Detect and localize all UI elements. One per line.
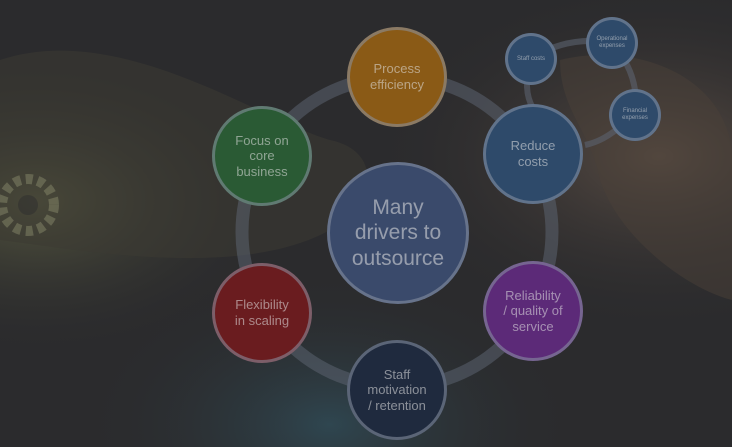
driver-label: Reduce costs xyxy=(510,138,556,169)
subnode-staff-costs: Staff costs xyxy=(505,33,557,85)
driver-label: Staff motivation / retention xyxy=(367,366,427,413)
driver-staff-motivation: Staff motivation / retention xyxy=(347,340,447,440)
gear-icon xyxy=(0,174,59,236)
subnode-financial-expenses: Financial expenses xyxy=(609,89,661,141)
driver-process-efficiency: Process efficiency xyxy=(347,27,447,127)
driver-reduce-costs: Reduce costs xyxy=(483,104,583,204)
center-label: Many drivers to outsource xyxy=(351,196,445,270)
driver-label: Flexibility in scaling xyxy=(234,297,290,328)
driver-reliability: Reliability / quality of service xyxy=(483,261,583,361)
subnode-label: Staff costs xyxy=(517,55,545,62)
center-node: Many drivers to outsource xyxy=(327,162,469,304)
driver-flexibility: Flexibility in scaling xyxy=(212,263,312,363)
subnode-label: Financial expenses xyxy=(622,108,648,121)
driver-label: Process efficiency xyxy=(370,61,424,92)
driver-focus-core: Focus on core business xyxy=(212,106,312,206)
subnode-operational-expenses: Operational expenses xyxy=(586,17,638,69)
driver-label: Reliability / quality of service xyxy=(503,287,563,334)
subnode-label: Operational expenses xyxy=(596,36,628,49)
driver-label: Focus on core business xyxy=(235,132,289,179)
